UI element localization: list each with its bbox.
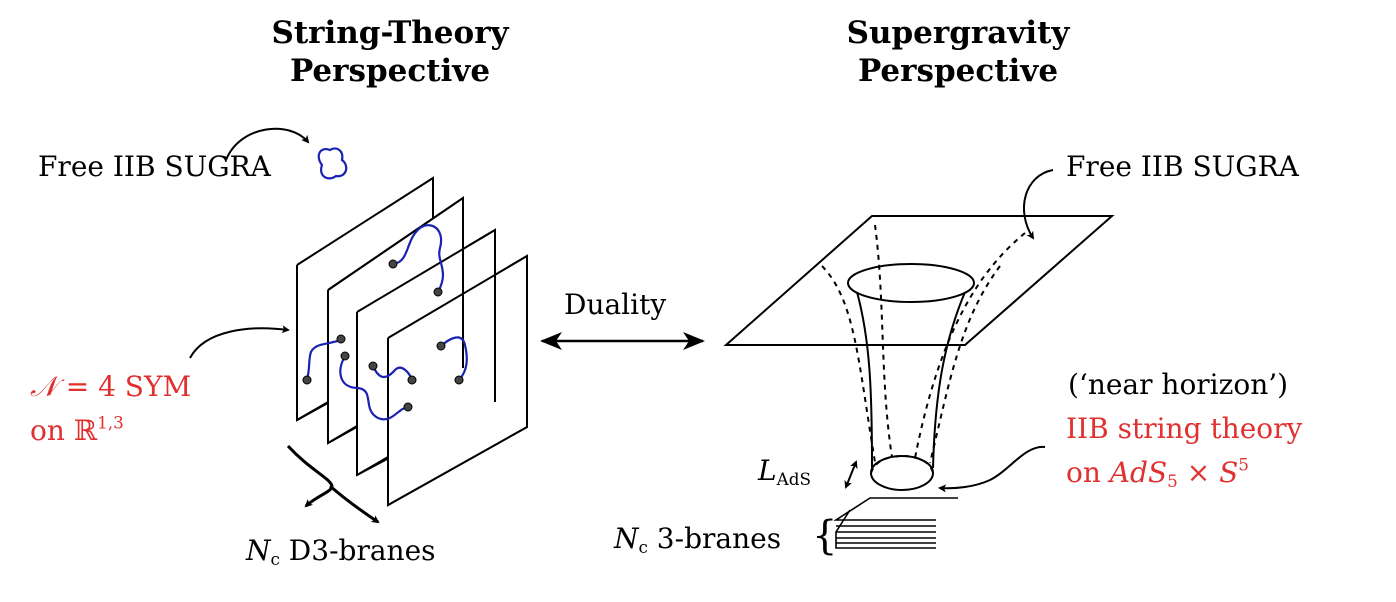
sym-symbol: 𝒩 [30,370,57,403]
right-heading: Supergravity Perspective [808,14,1108,90]
three-n-symbol: N [614,522,639,555]
sym-on: on ℝ [30,414,98,447]
left-heading: String-Theory Perspective [240,14,540,90]
string-loop-icon [317,147,348,180]
three-branes-brace: { [812,513,838,559]
curved-arrow-icon [225,127,310,161]
transverse-arrow-2 [329,484,380,524]
three-rest: 3-branes [647,522,782,555]
sym-sup: 1,3 [97,412,124,433]
three-n-sub: c [638,537,648,558]
open-string-4 [371,365,414,381]
ads-on: on [1066,456,1110,489]
near-horizon-label: (‘near horizon’) [1068,368,1289,401]
sym-rest: = 4 SYM [56,370,192,403]
open-string-5 [440,336,468,381]
lads-sub: AdS [776,469,811,490]
ads-label: on AdS5 × S5 [1066,456,1249,490]
open-string-1 [392,224,444,293]
left-free-sugra-label: Free IIB SUGRA [38,150,271,183]
d3-n-symbol: N [246,534,271,567]
left-heading-line1: String-Theory [271,15,509,51]
duality-label: Duality [564,288,667,321]
sym-pointer-arrow [189,325,290,359]
throat-funnel-icon [723,215,1115,491]
ads-symbol: AdS [1109,456,1168,489]
left-heading-line2: Perspective [289,53,491,89]
right-heading-line2: Perspective [857,53,1059,89]
three-brane-stack-icon [833,497,958,549]
brane-occluders [329,199,527,504]
transverse-arrow [286,444,334,508]
string-theory-label: IIB string theory [1066,412,1303,445]
sym-label: 𝒩 = 4 SYM [30,370,191,404]
free-sugra-pointer-arrow [1023,169,1054,240]
d3-rest: D3-branes [279,534,436,567]
s-sup: 5 [1238,454,1249,475]
right-heading-line1: Supergravity [846,15,1070,51]
lads-label: LAdS [758,454,811,488]
string-endpoints [302,259,464,412]
lads-arrow [844,460,858,489]
ads-times: × [1177,456,1220,489]
three-branes-label: Nc 3-branes [614,522,781,556]
d3-branes-label: Nc D3-branes [246,534,436,568]
throat-dashed-lines [821,224,1026,474]
d3-n-sub: c [270,549,280,570]
sym-spacetime-label: on ℝ1,3 [30,414,124,448]
right-free-sugra-label: Free IIB SUGRA [1066,150,1299,183]
open-string-3 [339,355,409,421]
ads-pointer-arrow [938,445,1046,493]
brane-front-edges [296,196,528,507]
ads-sub: 5 [1167,471,1178,492]
s-symbol: S [1219,456,1239,489]
flat-space-sheet [723,215,1115,346]
throat-right-wall [932,291,966,469]
throat-mouth [847,263,975,303]
lads-symbol: L [758,454,777,487]
